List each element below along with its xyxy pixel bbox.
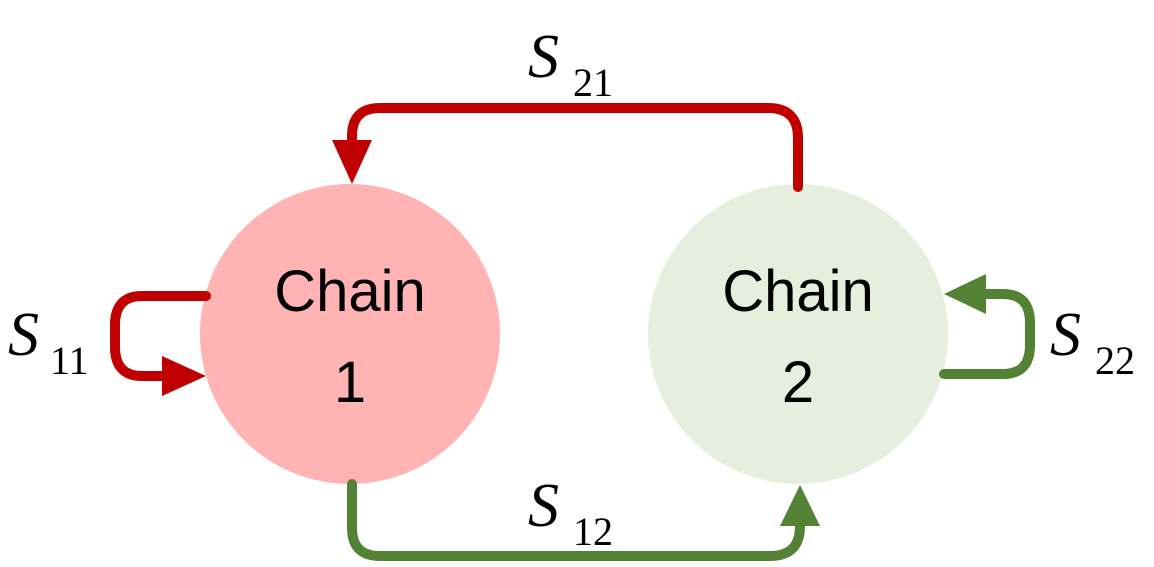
s21-arrowhead [332, 140, 372, 184]
s11-subscript: 11 [50, 338, 89, 383]
chain-1-label-line2: 1 [334, 350, 366, 415]
s11-symbol: S [8, 301, 39, 369]
chain-1-node [200, 184, 500, 484]
s21-arrow-line [347, 103, 803, 192]
chain-2-node [648, 184, 948, 484]
chain-1-label-line1: Chain [274, 259, 426, 324]
s22-arrowhead [944, 274, 986, 314]
label-s21: S 21 [528, 23, 613, 105]
chain-2-label-line1: Chain [722, 259, 874, 324]
s12-arrowhead [780, 485, 820, 526]
label-s11: S 11 [8, 301, 89, 383]
s11-arrow-line [110, 291, 211, 381]
edge-s21 [332, 103, 803, 192]
edge-s22 [939, 274, 1035, 379]
edge-s11 [110, 291, 211, 396]
chain-2-label-line2: 2 [782, 350, 814, 415]
s12-symbol: S [528, 472, 559, 540]
s21-symbol: S [528, 23, 559, 91]
s22-subscript: 22 [1095, 338, 1135, 383]
edge-s12 [347, 479, 820, 561]
s21-subscript: 21 [573, 60, 613, 105]
s22-arrow-line [939, 289, 1035, 379]
label-s12: S 12 [528, 472, 613, 554]
s22-symbol: S [1050, 301, 1081, 369]
s12-subscript: 12 [573, 509, 613, 554]
label-s22: S 22 [1050, 301, 1135, 383]
s12-arrow-line [347, 479, 805, 561]
s11-arrowhead [162, 356, 206, 396]
